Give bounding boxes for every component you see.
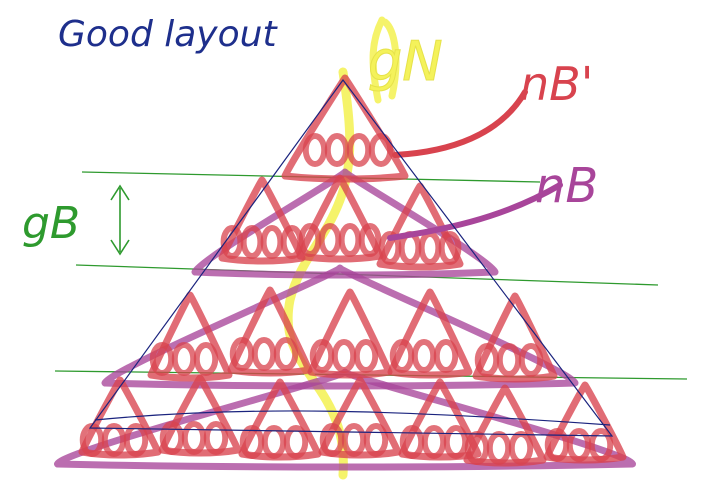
loop-mark	[443, 425, 469, 459]
loop-mark	[566, 428, 592, 462]
label-nb: nB	[535, 158, 598, 214]
loop-mark	[544, 428, 570, 462]
gb-double-arrow-icon	[110, 184, 130, 256]
loop-mark	[101, 423, 127, 457]
loop-mark	[193, 342, 219, 376]
loop-mark	[159, 421, 185, 455]
loop-mark	[309, 339, 335, 373]
loop-mark	[518, 343, 544, 377]
cluster-triangle	[281, 74, 409, 183]
cluster-triangle	[296, 174, 384, 263]
loop-mark	[302, 133, 328, 167]
loop-mark	[239, 425, 265, 459]
loop-mark	[433, 339, 459, 373]
loop-mark	[229, 337, 255, 371]
loop-mark	[368, 133, 394, 167]
loop-mark	[203, 421, 229, 455]
cluster-triangle	[238, 378, 322, 461]
loop-mark	[240, 225, 264, 259]
cluster-triangle	[218, 176, 306, 265]
loop-mark	[399, 425, 425, 459]
label-gn: gN	[368, 30, 443, 93]
loop-mark	[474, 343, 500, 377]
loop-mark	[261, 425, 287, 459]
loop-mark	[508, 431, 534, 465]
loop-mark	[273, 337, 299, 371]
nb-pointer-stroke	[387, 182, 563, 241]
loop-mark	[496, 343, 522, 377]
cluster-triangle	[227, 286, 313, 377]
loop-mark	[411, 339, 437, 373]
cluster-triangle	[147, 291, 233, 382]
loop-mark	[389, 339, 415, 373]
loop-mark	[171, 342, 197, 376]
cluster-triangle	[387, 288, 473, 379]
loop-mark	[298, 223, 322, 257]
loop-mark	[331, 339, 357, 373]
loop-mark	[123, 423, 149, 457]
main-triangle-outline	[88, 78, 614, 437]
red-cluster-outlines	[78, 74, 627, 467]
loop-mark	[283, 425, 309, 459]
cluster-triangle	[158, 374, 242, 457]
loop-mark	[363, 423, 389, 457]
loop-mark	[486, 431, 512, 465]
label-gb: gB	[22, 198, 80, 249]
loop-mark	[378, 231, 402, 265]
cluster-triangle	[307, 288, 393, 379]
group-triangle	[191, 168, 499, 279]
loop-mark	[341, 423, 367, 457]
loop-mark	[149, 342, 175, 376]
label-nb-prime: nB'	[520, 57, 593, 111]
loop-mark	[346, 133, 372, 167]
cluster-triangle	[543, 381, 627, 464]
loop-mark	[353, 339, 379, 373]
loop-mark	[324, 133, 350, 167]
loop-mark	[358, 223, 382, 257]
loop-mark	[220, 225, 244, 259]
loop-mark	[251, 337, 277, 371]
loop-mark	[421, 425, 447, 459]
nb-prime-pointer-stroke	[392, 89, 528, 158]
loop-mark	[319, 423, 345, 457]
loop-mark	[260, 225, 284, 259]
loop-mark	[438, 231, 462, 265]
heading-text: Good layout	[58, 14, 278, 55]
loop-mark	[418, 231, 442, 265]
cluster-triangle	[376, 182, 464, 271]
loop-mark	[588, 428, 614, 462]
loop-mark	[318, 223, 342, 257]
loop-mark	[338, 223, 362, 257]
loop-mark	[181, 421, 207, 455]
